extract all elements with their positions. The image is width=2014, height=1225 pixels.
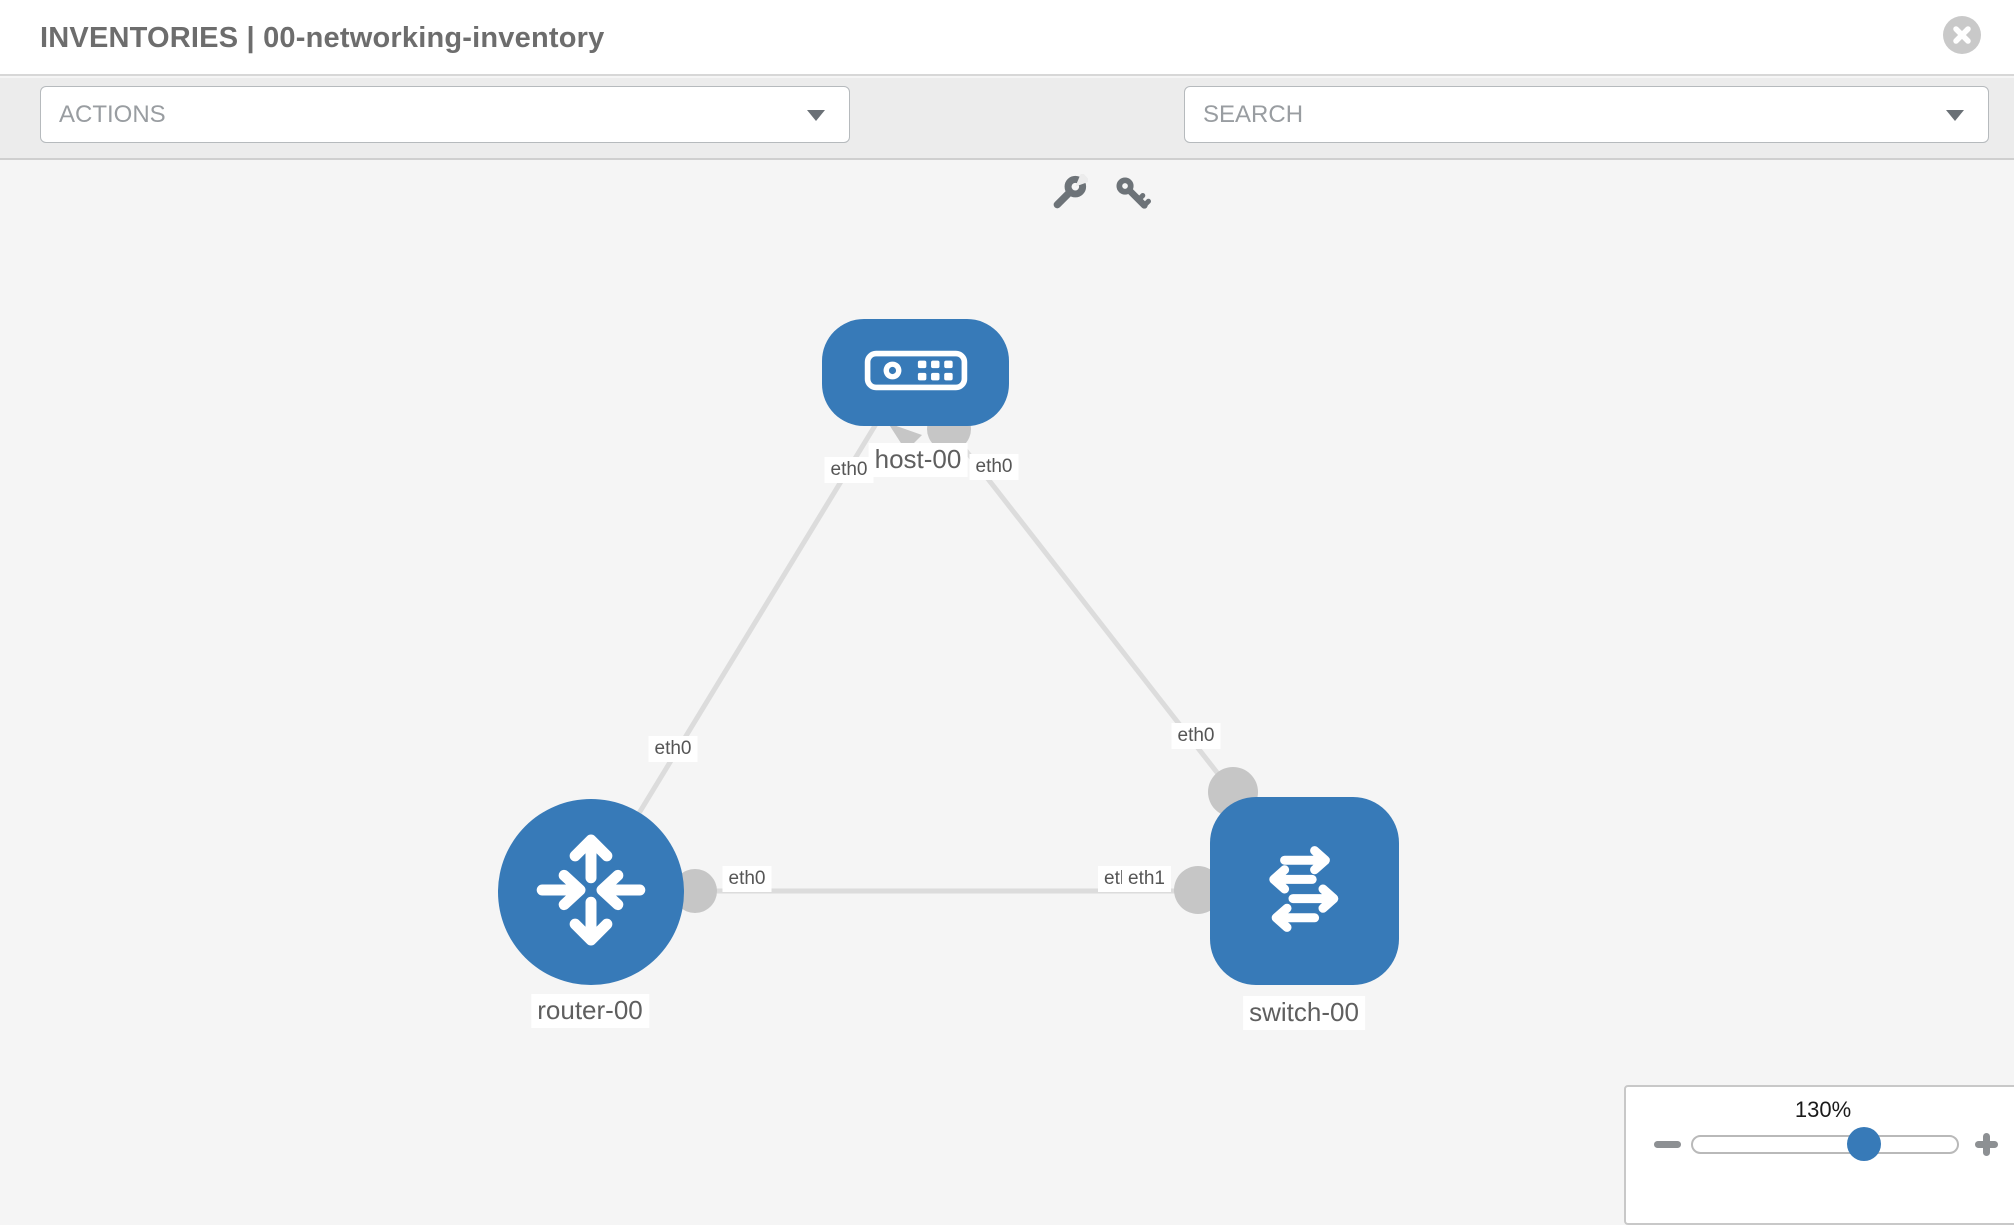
search-dropdown-label: SEARCH	[1203, 100, 1304, 128]
chevron-down-icon	[1946, 109, 1964, 121]
link-arrowhead	[888, 423, 922, 451]
node-router-00[interactable]	[498, 799, 684, 985]
tools-button[interactable]	[1050, 171, 1091, 212]
wrench-icon	[1050, 171, 1091, 216]
node-host-00[interactable]	[822, 319, 1009, 426]
zoom-slider-handle[interactable]	[1847, 1127, 1881, 1161]
switch-icon	[1245, 829, 1365, 954]
node-switch-00[interactable]	[1210, 797, 1399, 985]
header: INVENTORIES | 00-networking-inventory	[0, 0, 2014, 76]
zoom-level-value: 130%	[1794, 1097, 1852, 1122]
chevron-down-icon	[807, 109, 825, 121]
host-icon	[864, 347, 968, 399]
endpoint-router-right[interactable]	[673, 869, 717, 913]
interface-label-host-eth0-left: eth0	[824, 457, 874, 483]
interface-label-router-eth0-uplink: eth0	[648, 736, 698, 762]
key-icon	[1113, 177, 1151, 216]
node-label-router: router-00	[531, 994, 649, 1028]
credentials-button[interactable]	[1113, 174, 1151, 212]
page-title: INVENTORIES | 00-networking-inventory	[40, 22, 605, 54]
node-label-host: host-00	[868, 443, 968, 477]
interface-label-host-eth0-right: eth0	[969, 454, 1019, 480]
node-label-switch: switch-00	[1243, 996, 1365, 1030]
router-icon	[530, 829, 652, 956]
search-dropdown[interactable]: SEARCH	[1184, 86, 1989, 143]
close-icon	[1943, 16, 1981, 58]
interface-label-switch-eth0-uplink: eth0	[1171, 723, 1221, 749]
zoom-out-button minus-icon[interactable]	[1654, 1141, 1681, 1148]
zoom-slider-track[interactable]	[1691, 1135, 1959, 1154]
links-layer	[588, 407, 1258, 914]
actions-dropdown[interactable]: ACTIONS	[40, 86, 850, 143]
interface-label-switch-eth1: eth1	[1122, 866, 1171, 892]
toolbar: ACTIONS SEARCH	[0, 78, 2014, 209]
actions-dropdown-label: ACTIONS	[59, 100, 166, 128]
zoom-panel: 130%	[1624, 1085, 2014, 1225]
topology-canvas[interactable]	[0, 160, 2014, 1200]
zoom-in-button plus-icon[interactable]	[1975, 1133, 1998, 1156]
close-button[interactable]	[1943, 16, 1981, 54]
interface-label-router-eth0: eth0	[722, 866, 772, 892]
